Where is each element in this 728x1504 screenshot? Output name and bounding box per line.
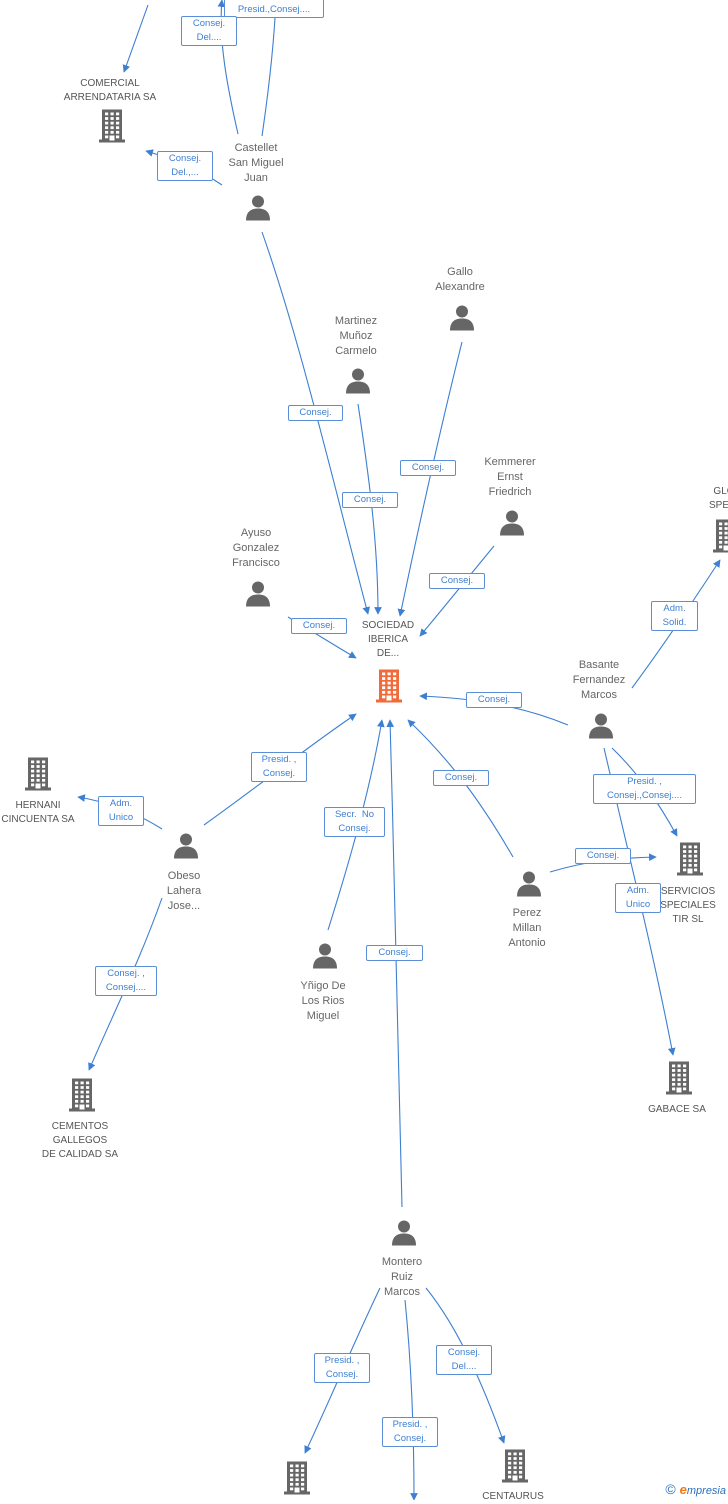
role-label-e-ynigo-soc[interactable]: Secr. No Consej.	[324, 807, 385, 837]
company-name-sociedad[interactable]: SOCIEDAD IBERICA DE...	[362, 619, 414, 661]
company-name-hernani[interactable]: HERNANI CINCUENTA SA	[1, 799, 74, 827]
building-icon[interactable]	[710, 518, 728, 559]
person-name-obeso[interactable]: Obeso Lahera Jose...	[167, 869, 201, 914]
role-label-e-montero-centaurus[interactable]: Consej. Del....	[436, 1345, 492, 1375]
person-icon[interactable]	[514, 869, 544, 904]
company-name-gabace[interactable]: GABACE SA	[648, 1103, 706, 1117]
building-icon[interactable]	[66, 1077, 98, 1118]
person-name-castellet[interactable]: Castellet San Miguel Juan	[228, 141, 283, 186]
role-label-e-basante-glo[interactable]: Adm. Solid.	[651, 601, 698, 631]
person-name-kemmerer[interactable]: Kemmerer Ernst Friedrich	[484, 455, 535, 500]
person-name-gallo[interactable]: Gallo Alexandre	[435, 265, 485, 295]
company-name-cementos[interactable]: CEMENTOS GALLEGOS DE CALIDAD SA	[42, 1120, 118, 1162]
copyright-symbol: ©	[665, 1481, 675, 1497]
role-label-e-castellet-soc[interactable]: Consej.	[288, 405, 343, 421]
role-label-e-perez-soc[interactable]: Consej.	[433, 770, 489, 786]
brand-logo: empresia	[680, 1482, 726, 1497]
building-icon[interactable]	[373, 668, 405, 709]
edge-line	[408, 720, 513, 857]
role-label-e-castellet-comercial[interactable]: Consej. Del.,...	[157, 151, 213, 181]
role-label-e-basante-gabace[interactable]: Adm. Unico	[615, 883, 661, 913]
role-label-e-basante-soc[interactable]: Consej.	[466, 692, 522, 708]
role-label-e-ayuso-soc[interactable]: Consej.	[291, 618, 347, 634]
company-name-centaurus[interactable]: CENTAURUS	[482, 1490, 543, 1504]
edge-line	[262, 0, 276, 136]
building-icon[interactable]	[499, 1448, 531, 1489]
role-label-e-obeso-cementos[interactable]: Consej. , Consej....	[95, 966, 157, 996]
person-icon[interactable]	[243, 579, 273, 614]
person-icon[interactable]	[310, 941, 340, 976]
person-icon[interactable]	[171, 831, 201, 866]
role-label-e-montero-soc[interactable]: Consej.	[366, 945, 423, 961]
company-name-comercial[interactable]: COMERCIAL ARRENDATARIA SA	[64, 77, 156, 105]
brand-name: mpresia	[687, 1485, 726, 1497]
role-label-e-montero-bottom[interactable]: Presid. , Consej.	[382, 1417, 438, 1447]
role-label-e-montero-bl[interactable]: Presid. , Consej.	[314, 1353, 370, 1383]
empresia-watermark[interactable]: © empresia	[665, 1481, 726, 1497]
person-name-basante[interactable]: Basante Fernandez Marcos	[573, 658, 626, 703]
building-icon[interactable]	[674, 841, 706, 882]
role-label-e-obeso-hernani[interactable]: Adm. Unico	[98, 796, 144, 826]
role-label-e-martinez-soc[interactable]: Consej.	[342, 492, 398, 508]
brand-initial: e	[680, 1482, 687, 1497]
person-icon[interactable]	[586, 711, 616, 746]
building-icon[interactable]	[96, 108, 128, 149]
role-label-e-basante-servicios[interactable]: Presid. , Consej.,Consej....	[593, 774, 696, 804]
person-icon[interactable]	[343, 366, 373, 401]
role-label-e-gallo-soc[interactable]: Consej.	[400, 460, 456, 476]
role-label-e-top-a[interactable]: Consej. , Presid.,Consej....	[224, 0, 324, 18]
person-icon[interactable]	[497, 508, 527, 543]
role-label-e-kemmerer-soc[interactable]: Consej.	[429, 573, 485, 589]
edge-line	[405, 1300, 414, 1500]
person-name-perez[interactable]: Perez Millan Antonio	[508, 906, 545, 951]
company-name-servicios[interactable]: SERVICIOS SPECIALES TIR SL	[660, 885, 716, 927]
person-name-martinez[interactable]: Martinez Muñoz Carmelo	[335, 314, 377, 359]
edge-line	[390, 720, 402, 1207]
person-icon[interactable]	[389, 1218, 419, 1253]
person-name-ayuso[interactable]: Ayuso Gonzalez Francisco	[232, 526, 280, 571]
edge-line	[358, 404, 378, 614]
person-name-montero[interactable]: Montero Ruiz Marcos	[382, 1255, 422, 1300]
edge-line	[420, 546, 494, 636]
edge-line	[124, 5, 148, 72]
building-icon[interactable]	[281, 1460, 313, 1501]
building-icon[interactable]	[22, 756, 54, 797]
role-label-e-top-b[interactable]: Consej. Del....	[181, 16, 237, 46]
company-name-glo[interactable]: GLO SPEDI	[709, 485, 728, 513]
role-label-e-obeso-soc[interactable]: Presid. , Consej.	[251, 752, 307, 782]
person-icon[interactable]	[243, 193, 273, 228]
person-name-ynigo[interactable]: Yñigo De Los Rios Miguel	[300, 979, 345, 1024]
role-label-e-perez-servicios[interactable]: Consej.	[575, 848, 631, 864]
person-icon[interactable]	[447, 303, 477, 338]
building-icon[interactable]	[663, 1060, 695, 1101]
